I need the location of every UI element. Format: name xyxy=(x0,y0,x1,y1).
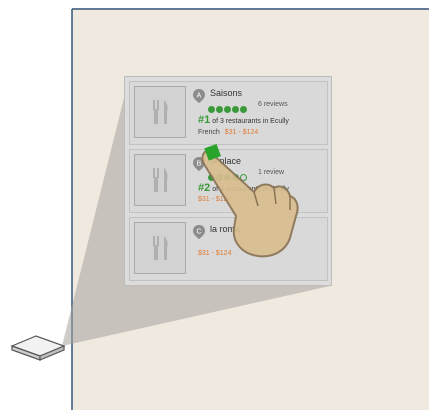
restaurant-thumbnail xyxy=(134,154,186,206)
fork-knife-icon xyxy=(145,165,175,195)
ranking: #1 of 3 restaurants in Ecully xyxy=(198,114,289,126)
review-count[interactable]: 6 reviews xyxy=(258,101,288,108)
fork-knife-icon xyxy=(145,97,175,127)
restaurant-name[interactable]: Saisons xyxy=(210,88,242,98)
fork-knife-icon xyxy=(145,233,175,263)
map-pin-icon: A xyxy=(192,88,206,104)
list-item[interactable]: A Saisons 6 reviews #1 of 3 restaurants … xyxy=(129,81,328,145)
hand-pointer-icon xyxy=(196,140,306,270)
cuisine-price: French$31 - $124 xyxy=(198,129,258,136)
marker-letter: A xyxy=(197,93,202,100)
restaurant-thumbnail xyxy=(134,86,186,138)
restaurant-thumbnail xyxy=(134,222,186,274)
rating-dots xyxy=(208,101,248,110)
projector-device-icon xyxy=(10,334,68,362)
